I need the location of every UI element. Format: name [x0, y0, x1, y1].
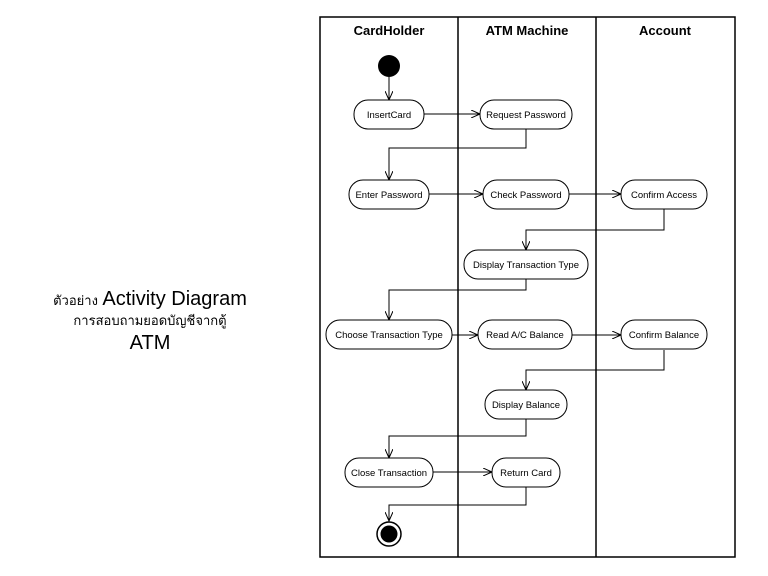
flow-display-balance-to-close [389, 419, 527, 458]
activity-display-transaction-type: Display Transaction Type [463, 249, 589, 280]
activity-label: Close Transaction [351, 468, 427, 479]
flow-return-card-to-end [389, 487, 527, 521]
activity-label: Enter Password [355, 190, 422, 201]
flow-confirm-access-to-display-type [526, 209, 665, 250]
activity-label: Return Card [500, 468, 552, 479]
activity-label: Confirm Balance [629, 330, 699, 341]
lane-title-atm-machine: ATM Machine [486, 23, 569, 38]
diagram-caption: ตัวอย่าง Activity Diagram การสอบถามยอดบั… [40, 288, 260, 355]
activity-display-balance: Display Balance [484, 389, 568, 420]
activity-label: Check Password [490, 190, 561, 201]
activity-read-balance: Read A/C Balance [477, 319, 573, 350]
activity-close-transaction: Close Transaction [344, 457, 434, 488]
caption-system: ATM [129, 331, 171, 354]
flow-connectors [389, 77, 665, 521]
lane-title-account: Account [639, 23, 692, 38]
lane-title-cardholder: CardHolder [354, 23, 425, 38]
caption-title-line: ตัวอย่าง Activity Diagram [40, 288, 260, 311]
activity-label: Choose Transaction Type [335, 330, 443, 341]
end-node [376, 521, 402, 547]
activity-confirm-balance: Confirm Balance [620, 319, 708, 350]
activity-label: InsertCard [367, 110, 411, 121]
activity-insert-card: InsertCard [353, 99, 425, 130]
activity-return-card: Return Card [491, 457, 561, 488]
caption-title: Activity Diagram [102, 288, 247, 310]
activity-request-password: Request Password [479, 99, 573, 130]
activity-confirm-access: Confirm Access [620, 179, 708, 210]
swimlane-frame [319, 16, 736, 558]
activity-label: Request Password [486, 110, 566, 121]
caption-prefix: ตัวอย่าง [53, 294, 98, 309]
activity-check-password: Check Password [482, 179, 570, 210]
activity-label: Read A/C Balance [486, 330, 564, 341]
flow-request-to-enter [389, 129, 527, 180]
flow-display-type-to-choose [389, 279, 527, 320]
start-node [378, 55, 400, 77]
caption-subtitle: การสอบถามยอดบัญชีจากตู้ [73, 314, 227, 329]
activity-enter-password: Enter Password [348, 179, 430, 210]
activity-choose-transaction-type: Choose Transaction Type [325, 319, 453, 350]
activity-label: Confirm Access [631, 190, 697, 201]
flow-confirm-balance-to-display-balance [526, 350, 665, 390]
activity-label: Display Balance [492, 400, 560, 411]
activity-label: Display Transaction Type [473, 260, 579, 271]
